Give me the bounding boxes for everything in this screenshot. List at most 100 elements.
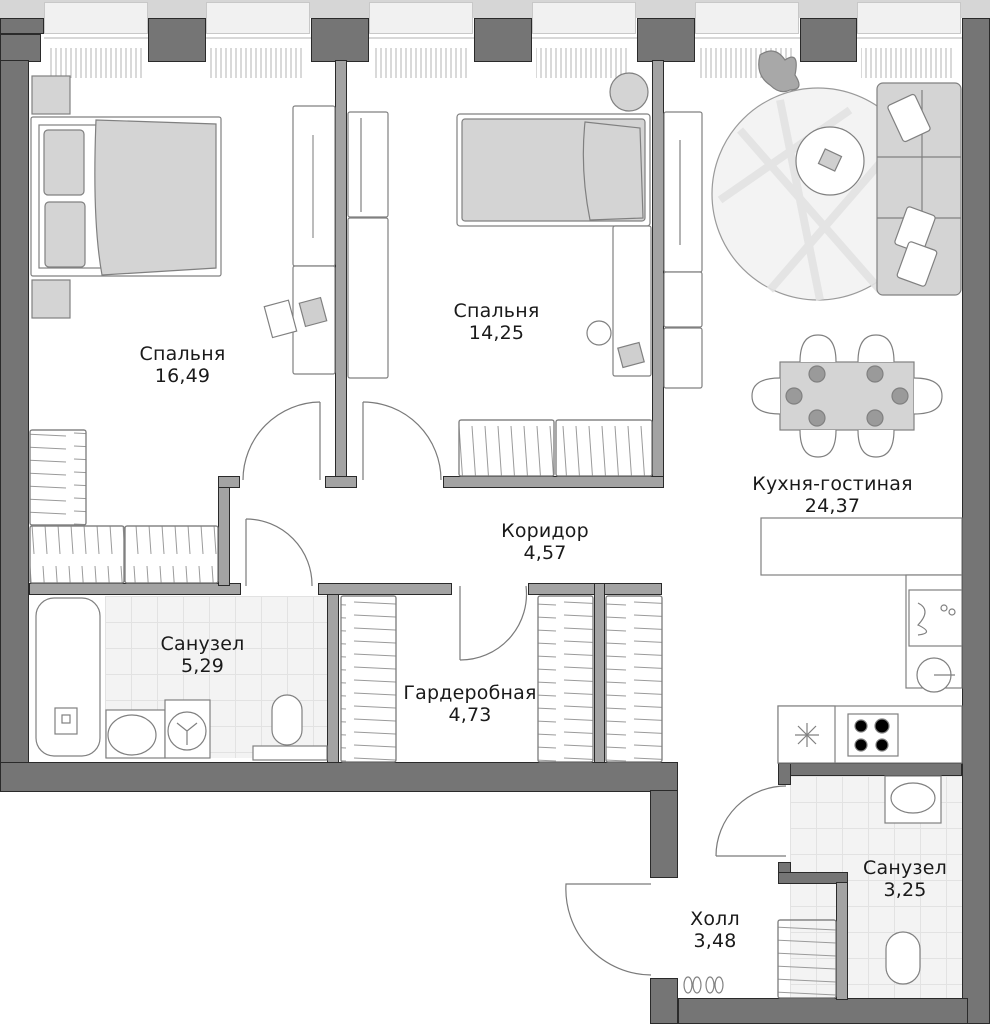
closet-icon (605, 595, 663, 763)
hall-wall-upper (650, 790, 678, 878)
window-2 (206, 2, 310, 34)
room-label-bathroom-2: Санузел 3,25 (840, 857, 970, 901)
room-label-bathroom-1: Санузел 5,29 (130, 633, 275, 677)
door-wardrobe-icon (459, 585, 528, 661)
window-5 (695, 2, 799, 34)
pillow-icon (43, 129, 85, 196)
closet-icon (340, 595, 397, 763)
side-table-icon (609, 72, 649, 112)
pillar-3 (311, 18, 369, 62)
closet-icon (458, 419, 555, 477)
desk-icon (612, 225, 652, 377)
closet-icon (124, 525, 219, 584)
room-area: 4,73 (448, 704, 492, 726)
room-area: 3,25 (883, 879, 927, 901)
wall-bath2-ledge (778, 872, 848, 884)
room-area: 14,25 (468, 322, 525, 344)
partition-bedrooms-foot (325, 476, 357, 488)
room-area: 4,57 (523, 542, 567, 564)
pillow-icon (44, 201, 86, 268)
kitchen-island-icon (760, 517, 963, 576)
wardrobe-cabinet (347, 111, 389, 218)
partition-wardrobe-top-left (318, 583, 452, 595)
pillar-6 (800, 18, 857, 62)
room-name: Кухня-гостиная (752, 473, 913, 495)
tv-cabinet-icon (663, 111, 703, 273)
radiator-icon (374, 48, 468, 78)
room-area: 3,48 (693, 930, 737, 952)
room-area: 16,49 (154, 365, 211, 387)
window-1 (44, 2, 148, 34)
door-bedroom2-icon (362, 401, 442, 481)
exterior-wall-left (0, 60, 29, 792)
partition-bedroom1-stub-cap (218, 476, 240, 488)
washbasin-icon (107, 714, 157, 756)
pillar-2 (148, 18, 206, 62)
door-bathroom1-icon (245, 518, 313, 587)
pillar-5 (637, 18, 695, 62)
window-6 (857, 2, 961, 34)
laptop-icon (617, 341, 645, 369)
room-area: 24,37 (804, 495, 861, 517)
room-name: Гардеробная (403, 682, 537, 704)
room-name: Спальня (139, 343, 226, 365)
closet-icon (29, 525, 125, 584)
plate-icon (785, 365, 909, 427)
door-swings (242, 401, 787, 976)
cooktop-icon (847, 713, 899, 757)
room-label-hall: Холл 3,48 (670, 908, 760, 952)
radiator-icon (861, 48, 955, 78)
dishwasher-icon (908, 589, 963, 647)
door-bathroom2-icon (715, 785, 787, 857)
wardrobe-cabinet (292, 105, 336, 267)
room-label-corridor: Коридор 4,57 (470, 520, 620, 564)
wardrobe-cabinet (347, 217, 389, 379)
nightstand-icon (31, 75, 71, 115)
hall-wall-lower (650, 978, 678, 1024)
room-name: Холл (690, 908, 740, 930)
pillow-icon (582, 121, 644, 221)
laptop-icon (298, 296, 328, 328)
room-label-wardrobe: Гардеробная 4,73 (375, 682, 565, 726)
entrance-door-icon (565, 883, 652, 976)
dining-chair-icon (751, 334, 943, 458)
room-name: Санузел (160, 633, 245, 655)
chair-icon (263, 299, 298, 339)
partition-wardrobe-mid (594, 583, 605, 763)
washbasin-icon (890, 782, 936, 814)
closet-icon (537, 595, 594, 763)
pillar-1-lower (0, 34, 41, 62)
fridge-star-icon (795, 723, 819, 747)
room-name: Спальня (453, 300, 540, 322)
room-area: 5,29 (180, 655, 225, 677)
room-label-bedroom-1: Спальня 16,49 (110, 343, 255, 387)
closet-icon (29, 429, 87, 526)
door-bedroom1-icon (242, 401, 321, 481)
room-label-kitchen-living: Кухня-гостиная 24,37 (720, 473, 945, 517)
exterior-wall-bottom-left (0, 762, 678, 792)
toilet-icon (271, 694, 303, 746)
toilet-icon (885, 931, 921, 985)
closet-icon (555, 419, 653, 477)
plant-icon (758, 50, 800, 93)
radiator-icon (210, 48, 304, 78)
shoes-icon (683, 976, 724, 994)
partition-bedroom2-bottom (443, 476, 664, 488)
room-label-bedroom-2: Спальня 14,25 (424, 300, 569, 344)
cushion-icon (887, 93, 931, 143)
window-4 (532, 2, 636, 34)
chair-icon (586, 320, 612, 346)
room-name: Санузел (863, 857, 947, 879)
book-icon (817, 148, 843, 172)
radiator-icon (48, 48, 142, 78)
pillar-1 (0, 18, 44, 34)
blanket-icon (94, 119, 217, 276)
room-name: Коридор (501, 520, 589, 542)
pillar-4 (474, 18, 532, 62)
window-3 (369, 2, 473, 34)
bathtub-icon (35, 597, 101, 757)
nightstand-icon (31, 279, 71, 319)
radiator-icon (536, 48, 630, 78)
